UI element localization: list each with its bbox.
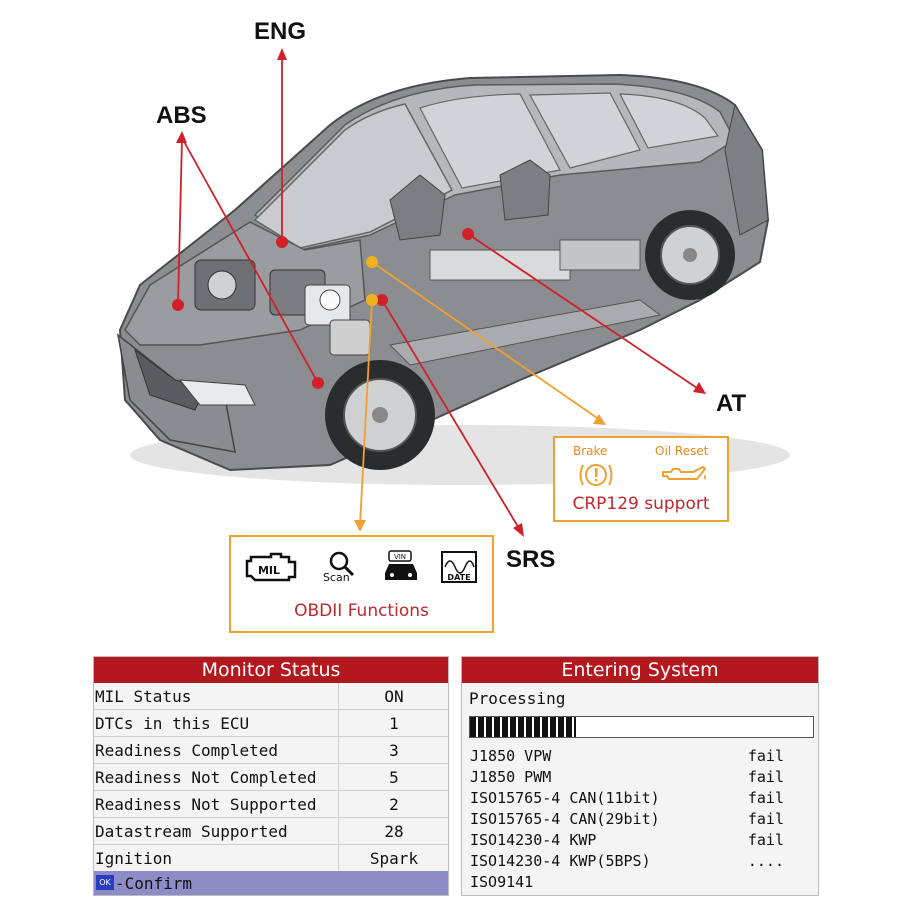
crp129-support-box: Brake Oil Reset CRP129 support: [553, 436, 729, 522]
callout-at: AT: [716, 390, 747, 417]
status-row-label: Readiness Not Supported: [95, 795, 317, 814]
mil-icon-text: MIL: [258, 564, 280, 577]
progress-bar-fill: [470, 717, 577, 737]
obdii-caption: OBDII Functions: [294, 601, 429, 621]
protocol-name: ISO14230-4 KWP(5BPS): [470, 852, 651, 870]
protocol-status: fail: [747, 789, 784, 807]
date-icon-text: DATE: [447, 573, 470, 582]
brake-warning-icon: [579, 464, 613, 486]
brake-label: Brake: [573, 444, 608, 458]
scan-magnifier-icon: [329, 551, 355, 577]
callout-eng: ENG: [254, 18, 307, 45]
confirm-label: -Confirm: [115, 874, 193, 893]
status-row[interactable]: Readiness Completed 3: [94, 737, 448, 764]
oil-reset-label: Oil Reset: [655, 444, 709, 458]
protocol-status: fail: [747, 810, 784, 828]
protocol-status: fail: [747, 768, 784, 786]
status-row-label: MIL Status: [95, 687, 192, 706]
callout-lines: [177, 55, 701, 531]
callout-dots: [172, 228, 474, 389]
status-row-value: 2: [389, 795, 399, 814]
row-divider: [94, 844, 448, 845]
protocol-row: ISO15765-4 CAN(29bit) fail: [470, 810, 808, 831]
status-row[interactable]: DTCs in this ECU 1: [94, 710, 448, 737]
vin-car-icon: VIN: [385, 550, 417, 580]
protocol-name: J1850 PWM: [470, 768, 552, 786]
row-divider: [94, 790, 448, 791]
car-body: [116, 73, 790, 485]
status-row[interactable]: Readiness Not Completed 5: [94, 764, 448, 791]
protocol-status: fail: [747, 831, 784, 849]
protocol-row: ISO15765-4 CAN(11bit) fail: [470, 789, 808, 810]
feature-arrowheads: [354, 414, 606, 532]
protocol-status: ....: [747, 852, 784, 870]
status-row-label: Ignition: [95, 849, 173, 868]
column-divider: [338, 683, 339, 871]
front-wheel: [325, 360, 435, 470]
processing-status: Processing: [469, 689, 566, 708]
rear-wheel: [645, 210, 735, 300]
callout-srs: SRS: [506, 546, 556, 573]
status-row-value: 3: [389, 741, 399, 760]
status-row-value: 1: [389, 714, 399, 733]
monitor-status-screen: Monitor Status MIL Status ON DTCs in thi…: [93, 656, 449, 896]
monitor-status-title: Monitor Status: [94, 657, 448, 683]
status-row-label: DTCs in this ECU: [95, 714, 250, 733]
obdii-functions-box: MIL Scan VIN DATE OBDII Functions: [229, 535, 494, 633]
status-row[interactable]: Readiness Not Supported 2: [94, 791, 448, 818]
interior-seats: [389, 159, 641, 281]
status-row-value: ON: [384, 687, 404, 706]
engine-mil-icon: MIL: [245, 552, 297, 582]
protocol-row: J1850 PWM fail: [470, 768, 808, 789]
status-row[interactable]: Datastream Supported 28: [94, 818, 448, 845]
protocol-name: J1850 VPW: [470, 747, 552, 765]
vin-icon-text: VIN: [394, 553, 406, 561]
protocol-status: fail: [747, 747, 784, 765]
ok-key-icon[interactable]: OK: [96, 875, 114, 890]
row-divider: [94, 817, 448, 818]
callout-arrowheads: [176, 48, 706, 537]
progress-bar: [469, 716, 814, 738]
protocol-name: ISO15765-4 CAN(11bit): [470, 789, 660, 807]
protocol-row: ISO14230-4 KWP(5BPS) ....: [470, 852, 808, 873]
protocol-row: ISO9141: [470, 873, 808, 894]
feature-lines: [359, 261, 601, 526]
status-row[interactable]: Ignition Spark: [94, 845, 448, 872]
protocol-name: ISO14230-4 KWP: [470, 831, 597, 849]
scan-label: Scan: [323, 571, 350, 584]
status-row-value: 5: [389, 768, 399, 787]
protocol-row: ISO14230-4 KWP fail: [470, 831, 808, 852]
feature-dots: [366, 256, 378, 306]
callout-abs: ABS: [156, 102, 207, 129]
confirm-footer-bar[interactable]: OK -Confirm: [94, 871, 448, 895]
status-row-value: 28: [384, 822, 404, 841]
entering-system-title: Entering System: [462, 657, 818, 683]
row-divider: [94, 736, 448, 737]
car-cutaway-illustration: [116, 48, 790, 537]
entering-system-screen: Entering System Processing J1850 VPW fai…: [461, 656, 819, 896]
protocol-name: ISO15765-4 CAN(29bit): [470, 810, 660, 828]
oil-can-icon: [662, 465, 707, 480]
protocol-row: J1850 VPW fail: [470, 747, 808, 768]
status-row-value: Spark: [369, 849, 419, 868]
date-calendar-icon: DATE: [441, 551, 477, 583]
protocol-name: ISO9141: [470, 873, 534, 891]
row-divider: [94, 709, 448, 710]
crp129-caption: CRP129 support: [572, 494, 710, 514]
row-divider: [94, 763, 448, 764]
status-row[interactable]: MIL Status ON: [94, 683, 448, 710]
engine-components: [194, 259, 371, 356]
status-row-label: Datastream Supported: [95, 822, 288, 841]
status-row-label: Readiness Not Completed: [95, 768, 317, 787]
status-row-label: Readiness Completed: [95, 741, 279, 760]
